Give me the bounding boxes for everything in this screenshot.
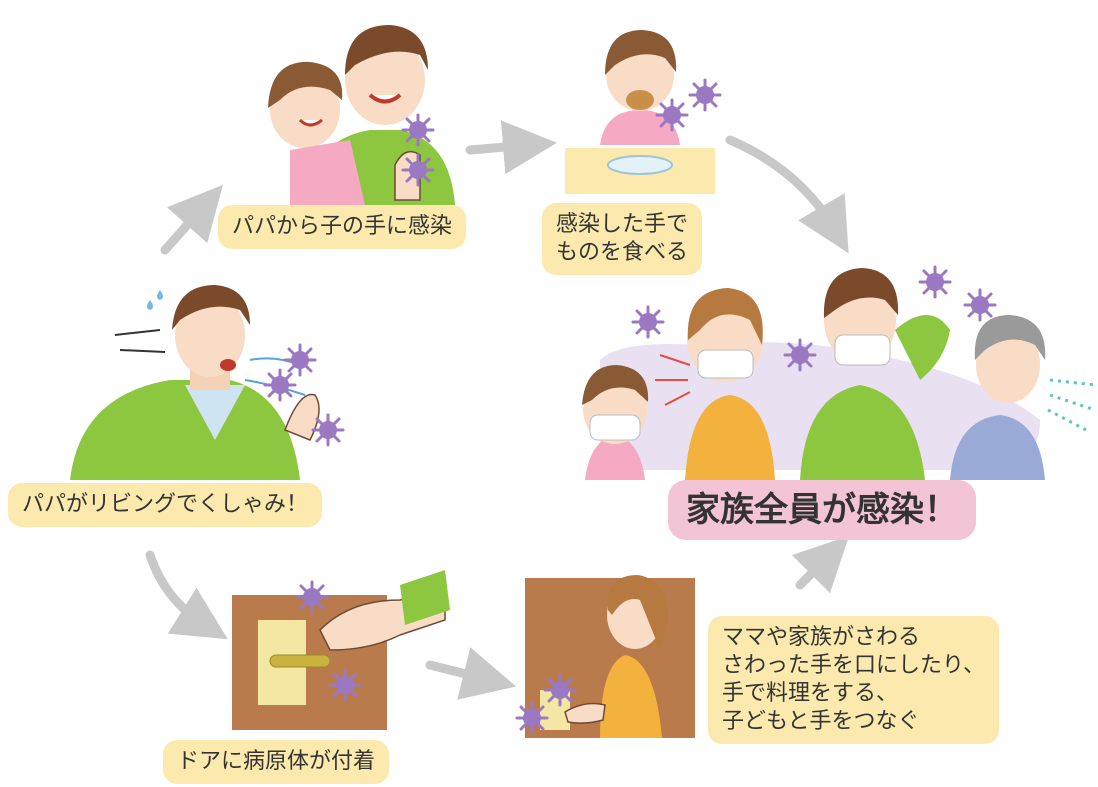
eat-with-hand-label: 感染した手で ものを食べる: [542, 203, 703, 275]
flow-arrow: [160, 184, 223, 255]
virus-icon: [328, 668, 362, 702]
virus-icon: [688, 78, 722, 112]
eat-label-line1: 感染した手で: [556, 212, 689, 237]
child-eating-illustration: [565, 30, 722, 194]
virus-icon: [515, 701, 549, 735]
virus-icon: [401, 153, 435, 187]
papa-to-child-label: パパから子の手に感染: [218, 205, 467, 249]
virus-icon: [963, 288, 997, 322]
virus-icon: [263, 368, 297, 402]
virus-icon: [783, 338, 817, 372]
flow-arrow: [791, 535, 850, 594]
virus-icon: [283, 343, 317, 377]
door-label: ドアに病原体が付着: [163, 740, 390, 784]
touch-label-line4: 子どもと手をつなぐ: [722, 709, 920, 734]
flow-arrow: [425, 647, 517, 700]
touch-label-line3: 手で料理をする、: [722, 681, 899, 706]
virus-icon: [401, 113, 435, 147]
flow-arrow: [725, 135, 849, 254]
mother-touching-door-illustration: [515, 575, 695, 738]
virus-icon: [655, 98, 689, 132]
touch-label-line1: ママや家族がさわる: [722, 625, 921, 650]
flow-arrow: [145, 550, 228, 640]
virus-icon: [311, 413, 345, 447]
touch-spread-label: ママや家族がさわる さわった手を口にしたり、 手で料理をする、 子どもと手をつな…: [708, 616, 1000, 744]
door-hand-illustration: [232, 570, 450, 730]
sneeze-label: パパがリビングでくしゃみ！: [8, 483, 323, 527]
virus-icon: [918, 265, 952, 299]
sneezing-father-illustration: [70, 285, 345, 480]
eat-label-line2: ものを食べる: [556, 240, 689, 265]
virus-icon: [631, 305, 665, 339]
virus-icon: [295, 580, 329, 614]
virus-icon: [543, 673, 577, 707]
flow-arrows: [145, 120, 850, 700]
family-infected-illustration: [582, 265, 1096, 480]
flow-arrow: [465, 120, 557, 175]
family-infected-label: 家族全員が感染！: [668, 480, 976, 540]
touch-label-line2: さわった手を口にしたり、: [722, 653, 986, 678]
father-child-hug-illustration: [268, 25, 455, 205]
